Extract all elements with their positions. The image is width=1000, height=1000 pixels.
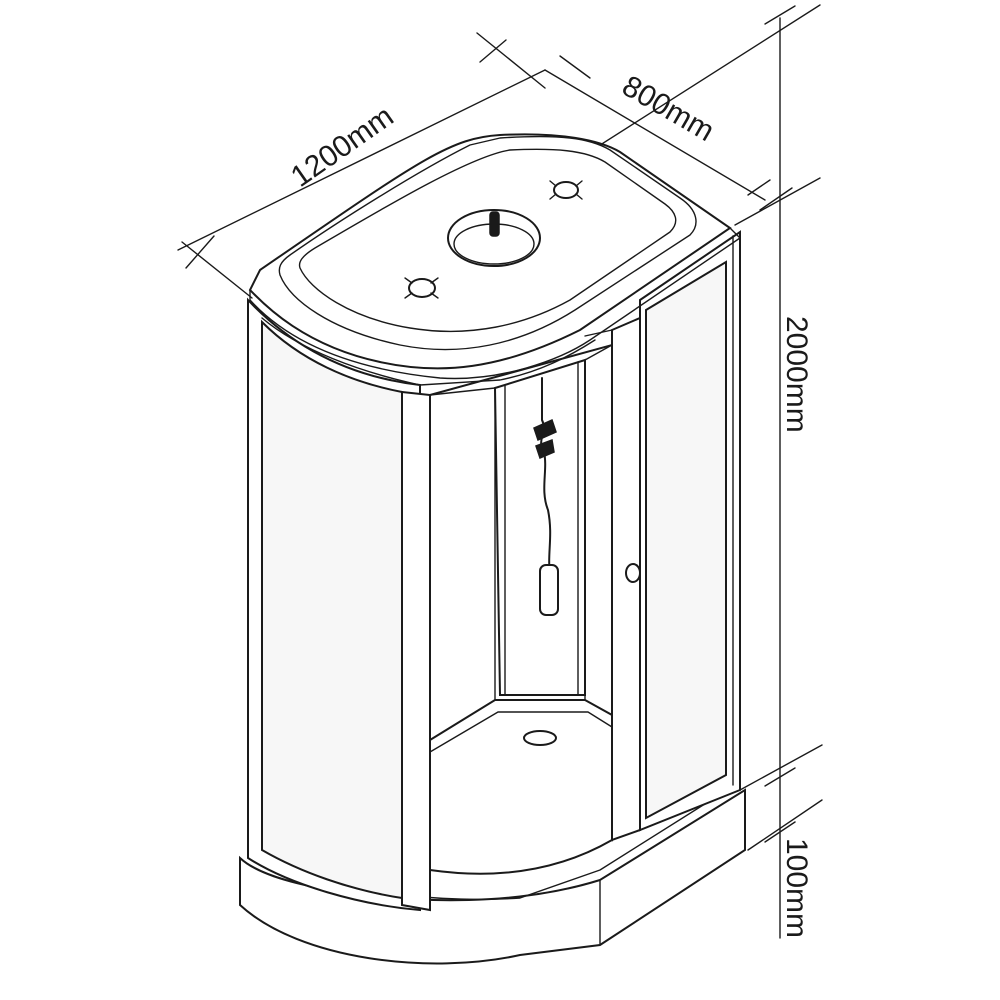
shower-cabin: [239, 133, 746, 965]
height-tick-bottom: [764, 767, 796, 787]
rain-shower-icon: [447, 209, 541, 267]
width-dimension-line: [544, 69, 766, 201]
width-label: 800mm: [617, 69, 720, 148]
light-icon-left: [404, 277, 439, 299]
left-door-frame: [401, 390, 431, 912]
right-frame-top: [584, 329, 613, 346]
right-door-handle: [625, 563, 641, 583]
height-extension-top: [734, 177, 821, 226]
right-side-glass: [645, 260, 727, 820]
interior-top-edge: [429, 387, 496, 396]
roof: [248, 133, 741, 386]
roof-inner-rim: [278, 135, 697, 351]
length-dimension-line: [177, 69, 546, 251]
height-extension-bottom: [739, 744, 823, 791]
roof-lower-edge: [261, 317, 596, 386]
length-tick-right: [479, 39, 507, 63]
tray-extension-bottom: [747, 799, 823, 851]
shower-hose: [533, 377, 559, 616]
interior-top-edge-right: [584, 344, 613, 361]
tray-height-label: 100mm: [780, 838, 813, 938]
back-wall: [493, 358, 586, 696]
tray-floor: [429, 699, 613, 875]
drain-icon: [523, 730, 557, 746]
shower-nozzle-icon: [489, 211, 500, 237]
height-label: 2000mm: [780, 316, 813, 433]
roof-edge: [249, 227, 741, 380]
roof-dome: [298, 148, 677, 333]
left-curved-glass: [261, 319, 403, 900]
shower-slider-icon: [535, 438, 555, 460]
shower-handset-icon: [539, 564, 559, 616]
width-tick-left: [559, 55, 591, 79]
light-icon-right: [549, 180, 583, 200]
length-tick-left: [185, 235, 215, 269]
length-extension-right: [476, 32, 546, 89]
width-tick-right: [747, 179, 771, 196]
tray-floor-rim: [429, 711, 613, 753]
dimension-lines: [177, 4, 823, 939]
tray-tick-bottom: [764, 821, 796, 843]
length-label: 1200mm: [285, 100, 400, 194]
height-tick-upper: [759, 187, 793, 211]
height-tick-top: [764, 5, 796, 25]
length-extension-left: [181, 241, 253, 299]
shower-holder-icon: [533, 418, 557, 442]
